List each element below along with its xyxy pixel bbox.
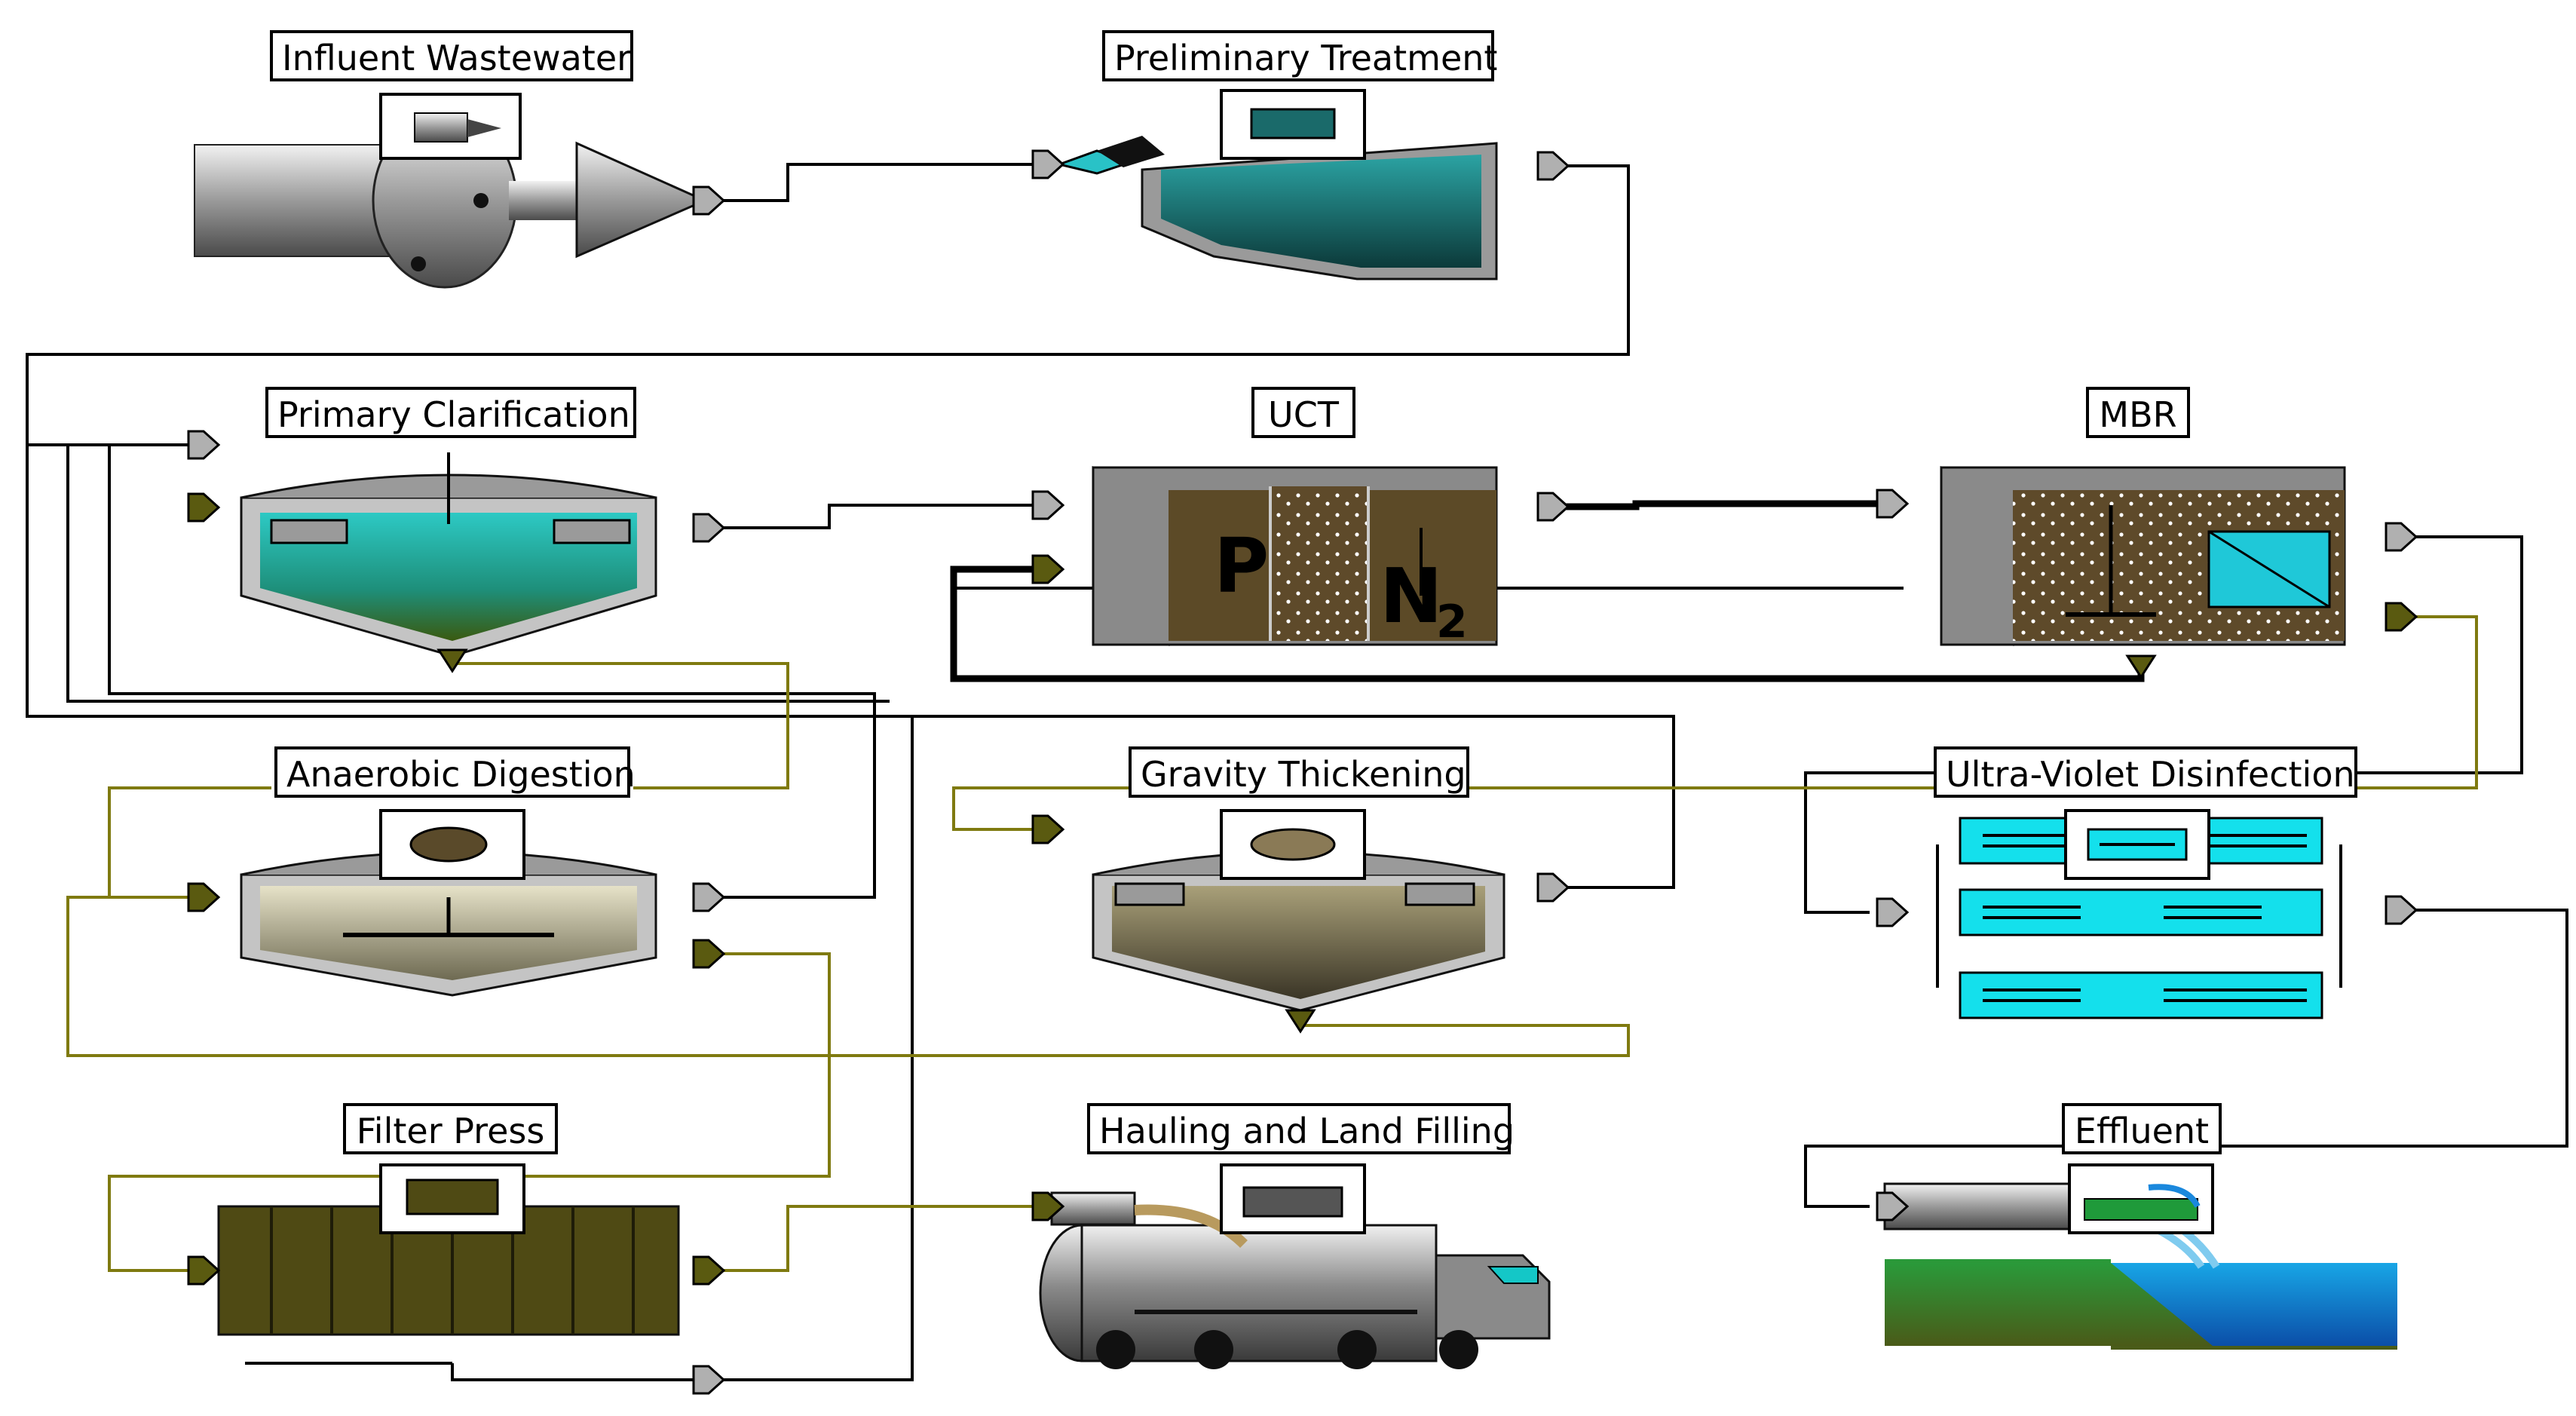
mbr-tank [1940, 466, 2346, 646]
port-arrows [187, 149, 2418, 1395]
preliminary-icon [1220, 89, 1366, 160]
haul-truck [1039, 1191, 1551, 1369]
filter-press-icon [379, 1163, 525, 1234]
digestion-icon [379, 809, 525, 880]
uct-zone-p: P [1214, 522, 1269, 610]
effluent-label: Effluent [2062, 1103, 2222, 1154]
digestion-label: Anaerobic Digestion [274, 746, 636, 798]
primary-clarifier [240, 452, 657, 657]
effluent-icon [2068, 1163, 2214, 1234]
hauling-icon [1220, 1163, 1366, 1234]
liquid-flow-lines [26, 163, 2568, 1381]
mbr-label: MBR [2086, 387, 2190, 438]
uct-zone-n: N [1380, 552, 1443, 640]
filterpress-label: Filter Press [343, 1103, 558, 1154]
uct-tank: P N 2 [1092, 466, 1498, 648]
hauling-label: Hauling and Land Filling [1087, 1103, 1515, 1154]
uct-label: UCT [1251, 387, 1355, 438]
influent-icon [379, 93, 522, 160]
uv-label: Ultra-Violet Disinfection [1934, 746, 2357, 798]
primary-label: Primary Clarification [265, 387, 636, 438]
influent-label: Influent Wastewater [270, 30, 633, 81]
preliminary-label: Preliminary Treatment [1102, 30, 1497, 81]
thickening-icon [1220, 809, 1366, 880]
uct-zone-n-sub: 2 [1436, 596, 1468, 648]
preliminary-tank [1055, 136, 1498, 280]
thickening-label: Gravity Thickening [1129, 746, 1469, 798]
uv-icon [2064, 809, 2210, 880]
